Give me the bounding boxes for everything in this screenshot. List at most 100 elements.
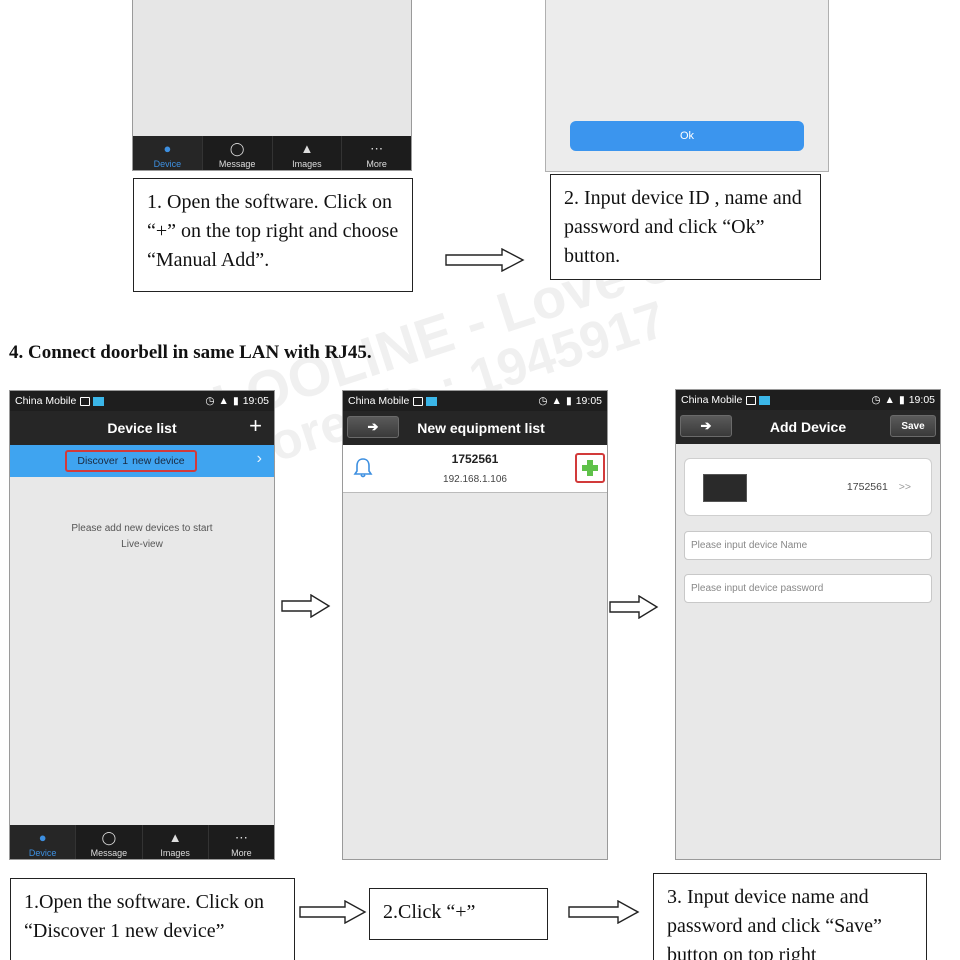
tab-label: More <box>366 159 387 169</box>
picture-icon: ▲ <box>168 830 182 845</box>
double-chevron-icon: >> <box>898 481 911 493</box>
alarm-icon: ◷ <box>538 395 548 407</box>
step-text: 2. Input device ID , name and password a… <box>564 187 802 267</box>
status-bar: China Mobile ◷ ▲ ▮ 19:05 <box>343 391 607 411</box>
discover-suffix: new device <box>132 455 185 467</box>
top-step-2: 2. Input device ID , name and password a… <box>550 174 821 280</box>
tab-more[interactable]: ⋯ More <box>209 825 274 859</box>
phone-equipment-list: China Mobile ◷ ▲ ▮ 19:05 ➔ New equipment… <box>342 390 608 860</box>
top-phone-left: ● Device ◯ Message ▲ Images ⋯ More <box>132 0 412 171</box>
battery-icon: ▮ <box>898 394 905 406</box>
tab-label: Message <box>218 159 256 169</box>
arrow-right-icon <box>568 900 640 924</box>
device-id: 1752561 >> <box>847 481 911 493</box>
signal-icon: ▲ <box>218 395 229 407</box>
picture-icon <box>759 395 771 405</box>
device-id: 1752561 <box>451 452 499 466</box>
step-text: 1. Open the software. Click on “+” on th… <box>147 191 399 271</box>
title-bar: ➔ New equipment list <box>343 411 607 445</box>
alarm-icon: ◷ <box>871 394 881 406</box>
picture-icon: ▲ <box>300 141 314 156</box>
signal-icon: ▲ <box>884 394 895 406</box>
arrow-right-icon <box>609 595 659 619</box>
name-placeholder: Please input device Name <box>691 540 808 551</box>
tab-label: Device <box>153 159 182 169</box>
clock: 19:05 <box>575 395 602 407</box>
tab-device[interactable]: ● Device <box>133 136 203 170</box>
save-button[interactable]: Save <box>890 415 936 437</box>
top-step-1: 1. Open the software. Click on “+” on th… <box>133 178 413 292</box>
title-bar: Device list + <box>10 411 274 445</box>
discover-prefix: Discover <box>77 455 119 467</box>
signal-icon: ▲ <box>551 395 562 407</box>
tab-bar: ● Device ◯ Message ▲ Images ⋯ More <box>133 136 411 170</box>
status-bar: China Mobile ◷ ▲ ▮ 19:05 <box>676 390 940 410</box>
device-password-field[interactable]: Please input device password <box>684 574 932 603</box>
screen-title: New equipment list <box>417 420 545 436</box>
bell-icon <box>353 457 373 485</box>
tab-images[interactable]: ▲ Images <box>273 136 343 170</box>
picture-icon <box>426 396 438 406</box>
tab-label: Images <box>160 848 190 858</box>
phone-device-list: China Mobile ◷ ▲ ▮ 19:05 Device list + D… <box>9 390 275 860</box>
tab-message[interactable]: ◯ Message <box>203 136 273 170</box>
battery-icon: ▮ <box>232 395 239 407</box>
step-text: 3. Input device name and password and cl… <box>667 886 882 960</box>
step-text: 1.Open the software. Click on “Discover … <box>24 891 264 942</box>
camera-thumbnail <box>703 474 747 502</box>
back-arrow-icon: ➔ <box>700 418 712 433</box>
device-name-field[interactable]: Please input device Name <box>684 531 932 560</box>
step-1-box: 1.Open the software. Click on “Discover … <box>10 878 295 960</box>
arrow-right-icon <box>281 594 331 618</box>
empty-hint: Please add new devices to start Live-vie… <box>10 521 274 553</box>
person-icon: ● <box>163 141 172 156</box>
equipment-item[interactable]: 1752561 192.168.1.106 <box>343 445 607 493</box>
discover-count: 1 <box>122 455 129 467</box>
dots-icon: ⋯ <box>370 141 384 156</box>
arrow-right-icon <box>299 900 367 924</box>
green-plus-icon <box>582 460 598 476</box>
chevron-right-icon: › <box>256 450 262 467</box>
tab-label: More <box>231 848 252 858</box>
phone-add-device: China Mobile ◷ ▲ ▮ 19:05 ➔ Add Device Sa… <box>675 389 941 860</box>
tab-more[interactable]: ⋯ More <box>342 136 411 170</box>
back-arrow-icon: ➔ <box>367 419 379 434</box>
tab-label: Message <box>90 848 128 858</box>
chat-bubble-icon: ◯ <box>101 830 117 845</box>
ok-button[interactable]: Ok <box>570 121 804 151</box>
back-button[interactable]: ➔ <box>680 415 732 437</box>
title-bar: ➔ Add Device Save <box>676 410 940 444</box>
tab-label: Images <box>292 159 322 169</box>
alarm-icon: ◷ <box>205 395 215 407</box>
discover-row[interactable]: Discover 1 new device › <box>10 445 274 477</box>
top-phone-right: Ok <box>545 0 829 172</box>
chat-bubble-icon: ◯ <box>229 141 245 156</box>
clock: 19:05 <box>908 394 935 406</box>
battery-icon: ▮ <box>565 395 572 407</box>
back-button[interactable]: ➔ <box>347 416 399 438</box>
person-icon: ● <box>38 830 47 845</box>
message-icon <box>746 395 757 405</box>
device-ip: 192.168.1.106 <box>443 474 507 485</box>
section-heading: 4. Connect doorbell in same LAN with RJ4… <box>9 342 372 363</box>
carrier-label: China Mobile <box>681 394 743 406</box>
tab-label: Device <box>28 848 57 858</box>
tab-message[interactable]: ◯ Message <box>76 825 143 859</box>
step-3-box: 3. Input device name and password and cl… <box>653 873 927 960</box>
discover-new-device-button[interactable]: Discover 1 new device <box>65 450 197 472</box>
picture-icon <box>93 396 105 406</box>
step-text: 2.Click “+” <box>383 901 476 923</box>
screen-title: Device list <box>107 420 177 436</box>
add-device-button[interactable] <box>575 453 605 483</box>
carrier-label: China Mobile <box>15 395 77 407</box>
hint-line: Live-view <box>121 539 163 550</box>
add-button[interactable]: + <box>249 413 262 438</box>
tab-images[interactable]: ▲ Images <box>143 825 209 859</box>
tab-device[interactable]: ● Device <box>10 825 77 859</box>
device-id-value: 1752561 <box>846 481 888 493</box>
dots-icon: ⋯ <box>234 830 248 845</box>
hint-line: Please add new devices to start <box>71 523 213 534</box>
status-bar: China Mobile ◷ ▲ ▮ 19:05 <box>10 391 274 411</box>
device-card[interactable]: 1752561 >> <box>684 458 932 516</box>
message-icon <box>413 396 424 406</box>
